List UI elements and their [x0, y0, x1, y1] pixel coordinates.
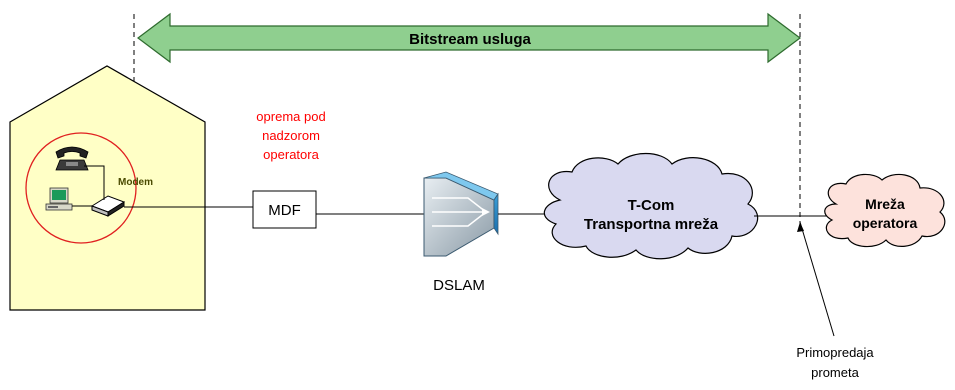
operator-cloud-line-2: operatora — [853, 215, 918, 231]
operator-cloud — [824, 173, 946, 248]
tcom-cloud — [543, 153, 759, 260]
handover-arrowhead — [797, 222, 804, 232]
handover-label-line-2: prometa — [811, 365, 859, 380]
equipment-note-line-2: nadzorom — [262, 128, 320, 143]
dslam-icon — [423, 171, 499, 257]
dslam-label: DSLAM — [433, 277, 485, 294]
tcom-cloud-line-2: Transportna mreža — [584, 216, 719, 233]
equipment-note-line-3: operatora — [263, 147, 319, 162]
modem-icon — [90, 195, 126, 217]
mdf-box — [252, 190, 317, 229]
mdf-label: MDF — [268, 202, 301, 219]
telephone-to-modem-line — [84, 165, 105, 200]
tcom-cloud-line-1: T-Com — [628, 197, 675, 214]
bitstream-double-arrow — [137, 12, 801, 64]
handover-pointer-line — [799, 221, 835, 337]
house-shape — [9, 65, 206, 311]
handover-label-line-1: Primopredaja — [796, 345, 874, 360]
computer-icon — [45, 187, 73, 211]
equipment-note-line-1: oprema pod — [256, 109, 325, 124]
bitstream-label: Bitstream usluga — [409, 31, 531, 48]
operator-cloud-line-1: Mreža — [865, 196, 905, 212]
telephone-icon — [55, 146, 89, 171]
operator-equipment-circle — [25, 132, 137, 244]
modem-label: Modem — [118, 177, 153, 188]
